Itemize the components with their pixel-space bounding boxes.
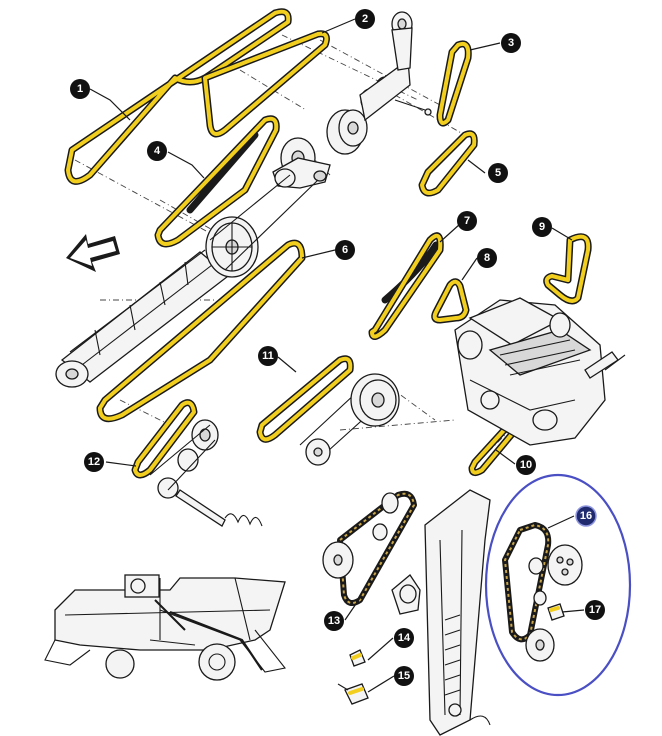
callout-12: 12 (84, 452, 104, 472)
callout-16: 16 (575, 505, 597, 527)
callout-11: 11 (258, 346, 278, 366)
highlight-ring (484, 473, 632, 697)
belt-12 (131, 399, 198, 479)
callout-4: 4 (147, 141, 167, 161)
belt-5 (418, 130, 478, 197)
svg-text:2: 2 (362, 13, 368, 25)
svg-text:3: 3 (508, 37, 514, 49)
callout-8: 8 (477, 248, 497, 268)
callout-6: 6 (335, 240, 355, 260)
part-17 (547, 603, 565, 621)
callout-2: 2 (355, 9, 375, 29)
belt-10 (468, 422, 516, 477)
svg-text:17: 17 (589, 604, 601, 616)
belt-3 (436, 40, 472, 127)
callout-5: 5 (488, 163, 508, 183)
svg-text:14: 14 (398, 632, 411, 644)
callout-15: 15 (394, 666, 414, 686)
svg-text:6: 6 (342, 244, 348, 256)
svg-text:11: 11 (262, 350, 274, 362)
belt-4 (154, 115, 280, 248)
svg-text:8: 8 (484, 252, 490, 264)
engine (454, 297, 626, 446)
svg-text:7: 7 (464, 215, 470, 227)
belt-11 (256, 355, 354, 443)
svg-text:12: 12 (88, 456, 100, 468)
belt-2 (201, 30, 330, 138)
svg-text:13: 13 (328, 615, 340, 627)
callout-3: 3 (501, 33, 521, 53)
direction-arrow-icon (66, 234, 120, 272)
callout-1: 1 (70, 79, 90, 99)
svg-text:9: 9 (539, 221, 545, 233)
svg-text:16: 16 (580, 510, 592, 522)
callout-17: 17 (585, 600, 605, 620)
chain-16 (502, 522, 583, 662)
pulley-group-11 (299, 373, 400, 466)
combine-harvester-illustration (44, 574, 286, 681)
callout-14: 14 (394, 628, 414, 648)
pulley-assembly (55, 11, 432, 388)
belt-6 (96, 239, 306, 423)
pulley-group-12 (149, 419, 263, 527)
svg-text:5: 5 (495, 167, 501, 179)
svg-text:15: 15 (398, 670, 410, 682)
belt-7 (368, 232, 444, 340)
svg-text:10: 10 (520, 459, 532, 471)
callout-13: 13 (324, 611, 344, 631)
part-15 (337, 683, 369, 705)
elevator (424, 489, 491, 736)
part-14 (349, 649, 366, 667)
leader-lines (89, 18, 585, 693)
belt-1 (64, 8, 292, 185)
chain-13 (322, 490, 421, 615)
callout-10: 10 (516, 455, 536, 475)
callout-9: 9 (532, 217, 552, 237)
svg-text:4: 4 (154, 145, 161, 157)
svg-text:1: 1 (77, 83, 83, 95)
belt-9 (543, 233, 592, 305)
belt-8 (431, 278, 470, 324)
callout-7: 7 (457, 211, 477, 231)
